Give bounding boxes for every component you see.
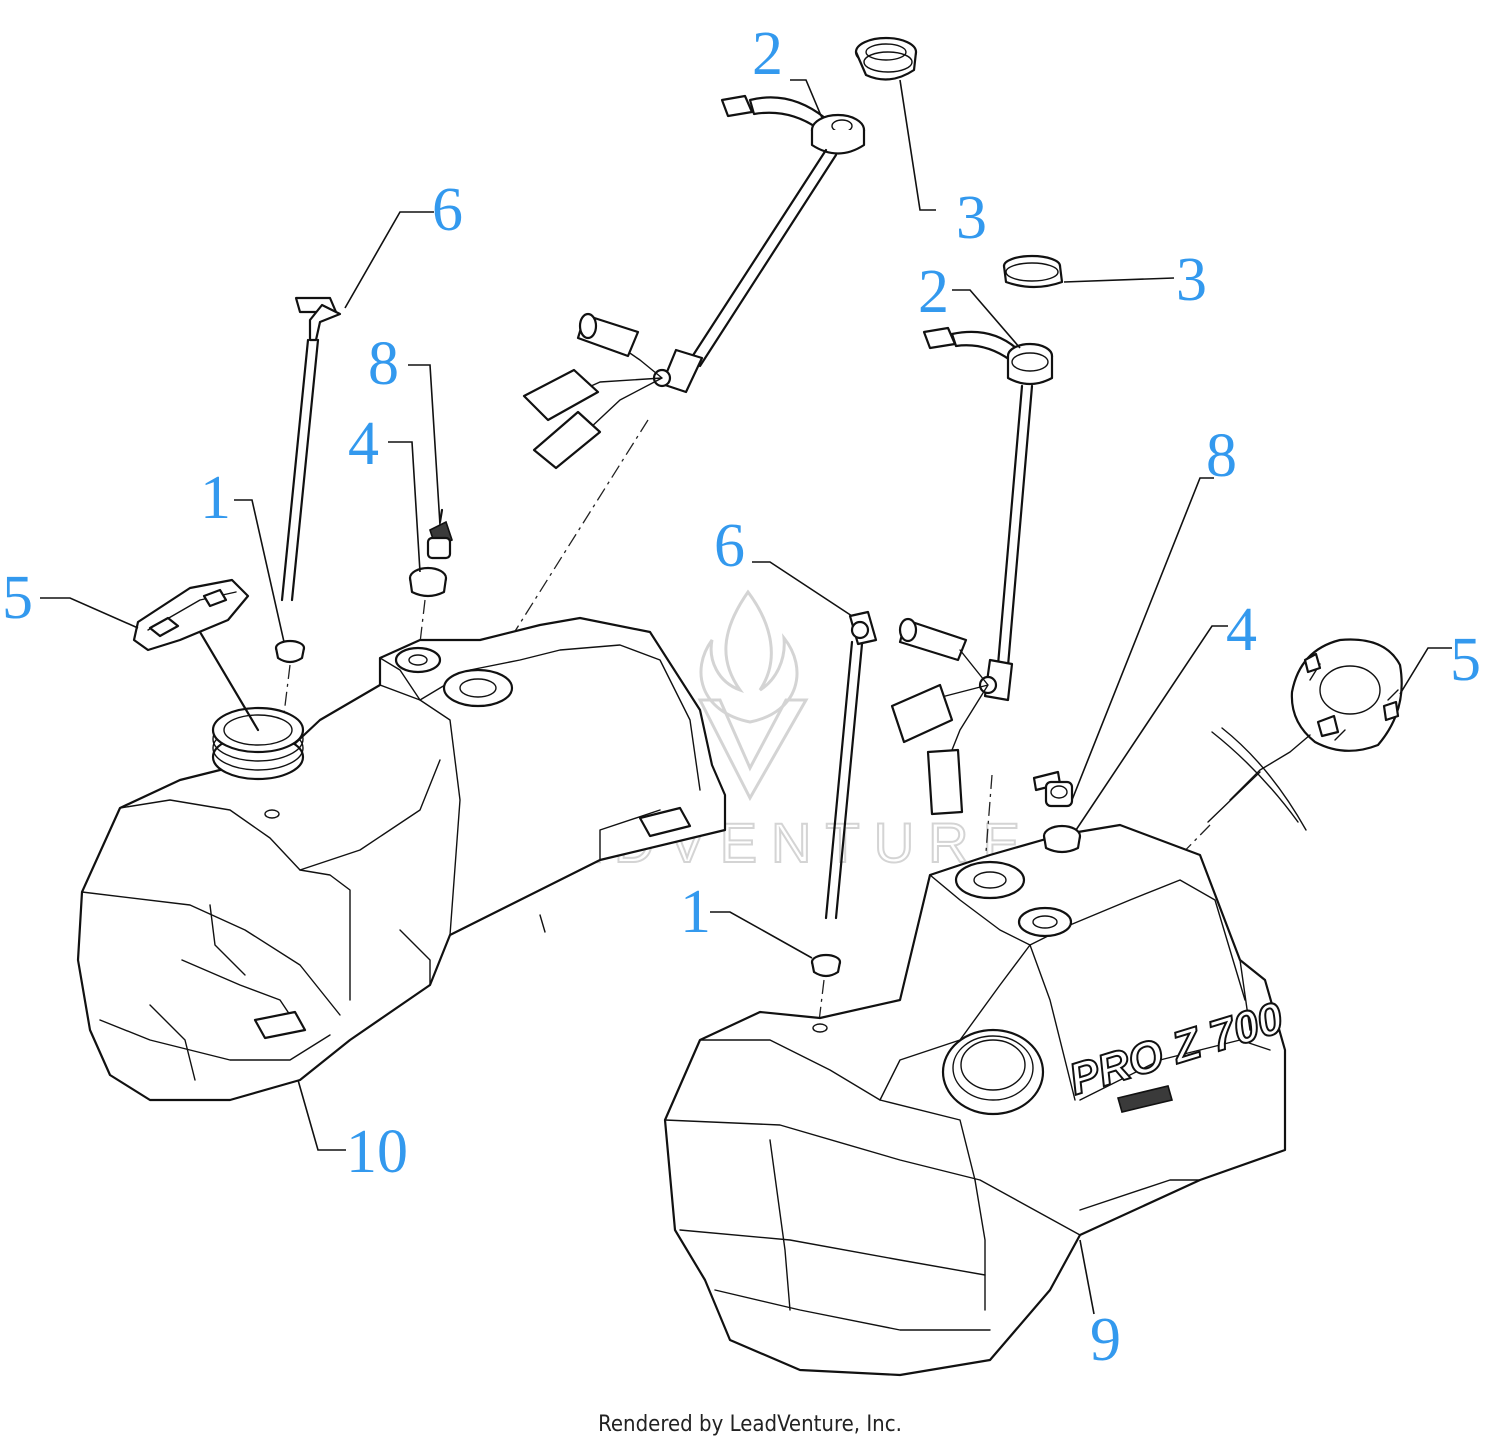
- left-fuel-cap: [132, 578, 260, 732]
- right-vent-tube: [824, 610, 878, 920]
- callout-5-right: 5: [1450, 626, 1481, 694]
- callout-4-left: 4: [348, 410, 379, 478]
- right-filler-neck: [941, 1028, 1045, 1116]
- left-filler-neck: [211, 706, 305, 781]
- right-tank-bushing: [810, 953, 842, 978]
- right-valve-grommet: [1042, 824, 1082, 854]
- callout-10: 10: [346, 1118, 408, 1186]
- right-gauge-grommet: [1002, 254, 1064, 289]
- left-fuel-tank: [76, 616, 727, 1102]
- callout-5-left: 5: [2, 564, 33, 632]
- callouts: 2 3 6 8 4 1 5 3 2 8 4 5 6 1 10 9: [2, 20, 1481, 1374]
- right-fuel-gauge-sender: [890, 326, 1054, 816]
- rendered-by-footer: Rendered by LeadVenture, Inc.: [598, 1412, 902, 1437]
- callout-2-left: 2: [752, 20, 783, 88]
- right-fuel-tank: PRO Z 700: [663, 823, 1290, 1377]
- callout-8-left: 8: [368, 330, 399, 398]
- callout-6-right: 6: [714, 512, 745, 580]
- callout-9: 9: [1090, 1306, 1121, 1374]
- right-rollover-valve: [1032, 770, 1074, 808]
- left-fuel-gauge-sender: [522, 94, 866, 470]
- callout-2-right: 2: [918, 258, 949, 326]
- leadventure-flame-icon: [697, 589, 809, 802]
- leader-lines: [40, 79, 1452, 1315]
- callout-1-left: 1: [200, 464, 231, 532]
- warning-plate: [1117, 1085, 1173, 1113]
- callout-8-right: 8: [1206, 422, 1237, 490]
- callout-6-left: 6: [432, 176, 463, 244]
- right-fuel-cap: [1207, 638, 1403, 831]
- left-vent-tube: [280, 296, 342, 602]
- left-tank-bushing: [274, 639, 306, 664]
- callout-4-right: 4: [1226, 596, 1257, 664]
- callout-3-upper: 3: [956, 184, 987, 252]
- left-valve-grommet: [408, 566, 448, 598]
- callout-3-right: 3: [1176, 246, 1207, 314]
- left-rollover-valve: [426, 508, 453, 560]
- callout-1-right: 1: [680, 878, 711, 946]
- left-gauge-grommet: [854, 36, 918, 81]
